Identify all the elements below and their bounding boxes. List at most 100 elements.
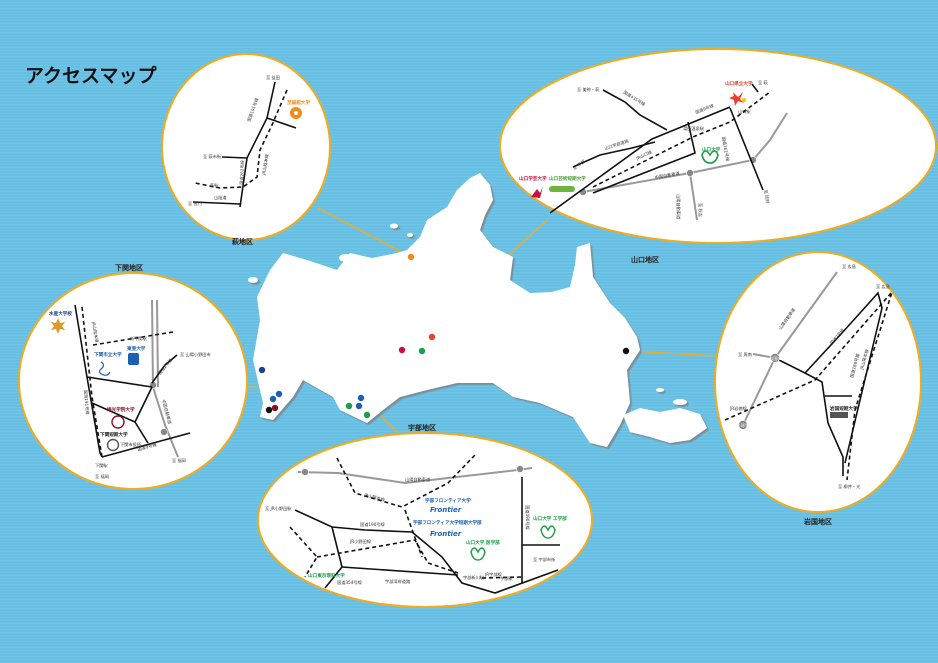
shimonoseki-frame bbox=[18, 272, 248, 490]
yamaguchi-univ-name[interactable]: 山口大学 bbox=[702, 146, 721, 153]
marker-toa[interactable] bbox=[275, 390, 283, 398]
yamaguchi-region-label: 山口地区 bbox=[631, 255, 659, 264]
leader-iwakuni bbox=[629, 350, 718, 357]
iwakuni-label: 至 広島 bbox=[876, 283, 890, 290]
shimonoseki-inset: 下関地区 水産大学校 下関市立大学 東亜大学 梅光学院大学 下関短期大学 至 山… bbox=[18, 263, 248, 490]
yamaguchi-label: 山口駅 bbox=[738, 108, 751, 115]
shimonoseki-label: 下関駅 bbox=[95, 463, 108, 469]
tokyo-rika-name[interactable]: 山口東京理科大学 bbox=[308, 572, 345, 579]
ube-label: 至 JR小野田駅 bbox=[265, 505, 292, 512]
toa-logo bbox=[128, 353, 139, 365]
shimonoseki-city-univ-name[interactable]: 下関市立大学 bbox=[94, 351, 122, 358]
yamaguchi-label: 中国自動車道 bbox=[654, 170, 681, 181]
yamaguchi-eng-name[interactable]: 山口大学 工学部 bbox=[533, 515, 567, 522]
toa-name[interactable]: 東亜大学 bbox=[127, 345, 146, 352]
hagi-university-name[interactable]: 至誠館大学 bbox=[287, 99, 310, 106]
yamaguchi-med-name[interactable]: 山口大学 医学部 bbox=[466, 539, 500, 546]
shimonoseki-label: 至 福岡 bbox=[95, 473, 109, 480]
iwakuni-region-label: 岩国地区 bbox=[803, 517, 832, 526]
ube-label: 宇部湾岸道路 bbox=[385, 578, 411, 585]
iwakuni-label: 至 柳井・光 bbox=[838, 483, 860, 490]
marker-tokyo-rika[interactable] bbox=[345, 402, 353, 410]
hagi-label: 国道262号線 bbox=[238, 159, 246, 185]
kuga-ic-label: 玖珂IC bbox=[736, 422, 749, 429]
yamaguchi-inset: 山口県立大学 山口大学 山口学芸大学 山口芸術短期大学 至 萩 至 美祢・萩 至… bbox=[499, 48, 937, 264]
ube-label: 国道354号線 bbox=[337, 579, 363, 586]
ube-label: JR宇部線 bbox=[484, 571, 503, 578]
frontier-junior-logo: Frontier bbox=[430, 530, 462, 538]
shimonoseki-label: 国道191号線 bbox=[82, 390, 91, 416]
leader-hagi bbox=[317, 207, 412, 258]
frontier-name[interactable]: 宇部フロンティア大学 bbox=[425, 497, 471, 504]
university-markers bbox=[258, 253, 630, 419]
yamaguchi-label: 山陽自動車道 bbox=[675, 194, 682, 220]
shimonoseki-label: 至 山陽小野田市 bbox=[180, 351, 211, 358]
ube-inset: 宇部地区 宇部フロンティア大学 Frontier 宇部フロンティア大学短期大学部… bbox=[257, 423, 593, 608]
shimonoseki-label: 下関市役所 bbox=[120, 441, 141, 448]
yamaguchi-gakugei-name[interactable]: 山口学芸大学 bbox=[519, 175, 547, 182]
yamaguchi-label: 至 秋吉 bbox=[697, 203, 704, 217]
iwakuni-label: JR岩徳線 bbox=[729, 405, 748, 412]
yamaguchi-frame bbox=[499, 48, 937, 244]
marker-frontier-junior[interactable] bbox=[355, 402, 363, 410]
ube-label: 宇部駅 bbox=[500, 575, 513, 582]
marker-yamaguchi-gakugei[interactable] bbox=[398, 346, 406, 354]
hagi-inset: 至誠館大学 至 益田 至 萩市街 至 長門 山陰道 国道191号線 国道262号… bbox=[161, 53, 331, 246]
yamaguchi-label: 至 萩 bbox=[758, 79, 769, 86]
iwakuni-ic-label: 岩国IC bbox=[769, 355, 782, 362]
hagi-region-label: 萩地区 bbox=[231, 237, 253, 246]
ube-label: 山陽自動車道 bbox=[405, 476, 431, 483]
frontier-logo: Frontier bbox=[430, 506, 462, 514]
gakugei-logo bbox=[531, 186, 543, 198]
marker-hagi[interactable] bbox=[407, 253, 415, 261]
hagi-label: 萩駅 bbox=[210, 182, 219, 189]
yamaguchi-univ-logo bbox=[701, 150, 719, 164]
iwakuni-junior-name[interactable]: 岩国短期大学 bbox=[829, 405, 858, 412]
frontier-junior-name[interactable]: 宇部フロンティア大学短期大学部 bbox=[413, 519, 482, 526]
hagi-label: 至 萩市街 bbox=[203, 153, 221, 160]
suisan-logo bbox=[51, 318, 65, 334]
hagi-label: 至 長門 bbox=[188, 201, 202, 207]
marker-baiko[interactable] bbox=[271, 404, 279, 412]
ube-label: 国道190号線 bbox=[360, 521, 386, 528]
hagi-label: 至 益田 bbox=[266, 74, 280, 81]
shimonoseki-city-logo bbox=[98, 361, 111, 376]
marker-iwakuni[interactable] bbox=[622, 347, 630, 355]
page-title: アクセスマップ bbox=[25, 64, 157, 87]
yamaguchi-med-logo bbox=[470, 547, 486, 561]
marker-yamaguchi-prefectural[interactable] bbox=[428, 333, 436, 341]
marker-yamaguchi-univ[interactable] bbox=[418, 347, 426, 355]
yamaguchi-prefecture-map bbox=[248, 173, 707, 447]
marker-frontier[interactable] bbox=[357, 394, 365, 402]
shimonoseki-label: 至 福岡 bbox=[172, 457, 186, 464]
baiko-name[interactable]: 梅光学院大学 bbox=[107, 406, 135, 413]
hagi-university-logo bbox=[290, 107, 302, 119]
shimonoseki-junior-name[interactable]: 下関短期大学 bbox=[100, 431, 128, 438]
shimonoseki-label: JR山陰本線 bbox=[90, 320, 101, 344]
hagi-label: JR山陰本線 bbox=[260, 153, 271, 177]
yamaguchi-label: 至 美祢・萩 bbox=[577, 86, 600, 93]
shimonoseki-label: 国道9号線 bbox=[137, 441, 158, 453]
yamaguchi-prefectural-logo bbox=[729, 92, 746, 106]
marker-suisan[interactable] bbox=[258, 366, 266, 374]
suisan-name[interactable]: 水産大学校 bbox=[49, 310, 72, 317]
ube-region-label: 宇部地区 bbox=[408, 423, 436, 432]
baiko-logo bbox=[111, 415, 125, 429]
yamaguchi-prefectural-univ-name[interactable]: 山口県立大学 bbox=[725, 80, 753, 87]
marker-shimonoseki-city[interactable] bbox=[269, 395, 277, 403]
marker-shimonoseki-junior[interactable] bbox=[265, 406, 273, 414]
yamaguchi-geijutsu-name[interactable]: 山口芸術短期大学 bbox=[549, 175, 586, 182]
yamaguchi-label: 湯田温泉駅 bbox=[683, 125, 705, 132]
iwakuni-label: 至 広島 bbox=[842, 263, 856, 270]
ube-label: 国道490号線 bbox=[524, 505, 531, 531]
yamaguchi-label: 国道262号線 bbox=[720, 136, 731, 162]
geijutsu-logo bbox=[549, 186, 575, 192]
ube-label: JR小野田線 bbox=[349, 538, 372, 545]
yamaguchi-eng-logo bbox=[540, 525, 556, 539]
shimonoseki-region-label: 下関地区 bbox=[115, 263, 143, 272]
iwakuni-junior-logo bbox=[830, 412, 848, 418]
iwakuni-frame bbox=[714, 251, 922, 513]
iwakuni-inset: 岩国IC 玖珂IC 岩国短期大学 至 広島 至 広島 至 周南 至 柳井・光 山… bbox=[714, 251, 922, 526]
marker-yamaguchi-med[interactable] bbox=[363, 411, 371, 419]
